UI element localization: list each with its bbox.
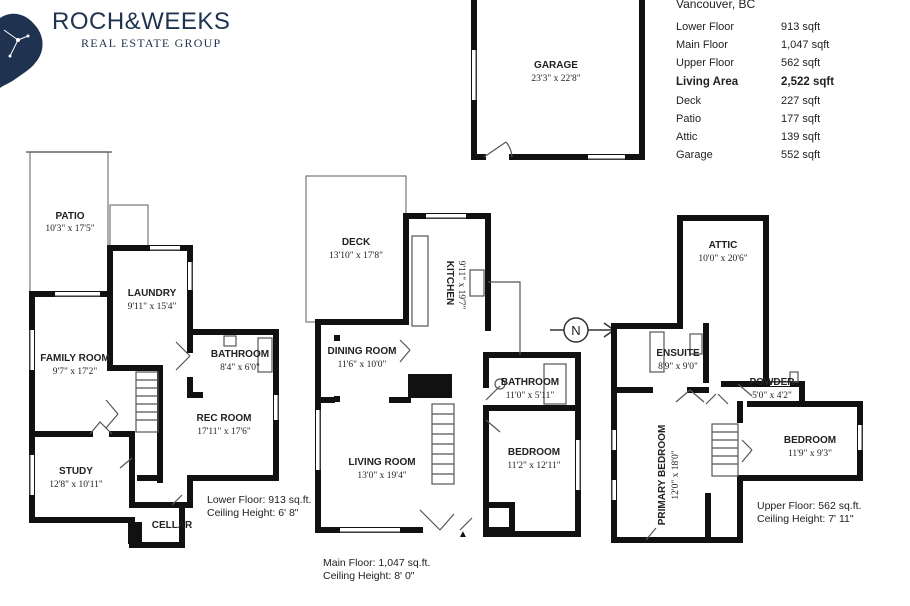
main-bathroom-dims: 11'0" x 5'11"	[506, 391, 555, 401]
dining-room-dims: 11'6" x 10'0"	[338, 360, 387, 370]
kitchen-dims: 9'11" x 19'7"	[456, 261, 466, 310]
upper-floor-ceiling: Ceiling Height: 7' 11"	[757, 513, 854, 525]
main-floor-ceiling: Ceiling Height: 8' 0"	[323, 570, 415, 582]
area-value: 139 sqft	[781, 131, 821, 143]
laundry-label: LAUNDRY	[128, 288, 177, 299]
upper-bedroom-label: BEDROOM	[784, 435, 836, 446]
area-label: Main Floor	[676, 39, 728, 51]
attic-label: ATTIC	[709, 240, 738, 251]
patio-dims: 10'3" x 17'5"	[45, 224, 94, 234]
area-value: 913 sqft	[781, 21, 821, 33]
kitchen-text-group: KITCHEN 9'11" x 19'7"	[444, 261, 466, 310]
primary-bedroom-text-group: PRIMARY BEDROOM 12'0" x 18'0"	[657, 425, 681, 526]
living-room-label: LIVING ROOM	[348, 457, 415, 468]
area-value: 2,522 sqft	[781, 76, 835, 88]
main-floor-outline: ▲	[305, 175, 581, 540]
patio-label: PATIO	[55, 211, 84, 222]
area-value: 562 sqft	[781, 57, 821, 69]
area-label: Upper Floor	[676, 57, 735, 69]
dining-room-label: DINING ROOM	[328, 346, 397, 357]
brand-subtitle: REAL ESTATE GROUP	[81, 36, 222, 50]
area-value: 227 sqft	[781, 95, 821, 107]
main-bathroom-label: BATHROOM	[501, 377, 559, 388]
laundry-dims: 9'11" x 15'4"	[128, 302, 177, 312]
area-label: Deck	[676, 95, 702, 107]
area-label: Garage	[676, 149, 713, 161]
area-row: Garage 552 sqft	[676, 146, 876, 164]
area-value: 1,047 sqft	[781, 39, 830, 51]
north-arrow-icon	[550, 317, 616, 343]
main-bedroom-dims: 11'2" x 12'11"	[507, 461, 560, 471]
attic-dims: 10'0" x 20'6"	[698, 254, 747, 264]
lower-floor-outline	[26, 151, 279, 548]
area-row-total: Living Area 2,522 sqft	[676, 72, 876, 92]
area-row: Upper Floor 562 sqft	[676, 54, 876, 72]
study-dims: 12'8" x 10'11"	[49, 480, 103, 490]
rec-room-dims: 17'11" x 17'6"	[197, 427, 251, 437]
lower-bathroom-label: BATHROOM	[211, 349, 269, 360]
powder-dims: 5'0" x 4'2"	[752, 391, 792, 401]
powder-label: POWDER	[750, 377, 796, 388]
area-row: Lower Floor 913 sqft	[676, 18, 876, 36]
garage-dims: 23'3" x 22'8"	[531, 74, 580, 84]
upper-bedroom-dims: 11'9" x 9'3"	[788, 449, 832, 459]
primary-bedroom-label: PRIMARY BEDROOM	[657, 425, 668, 526]
main-bedroom-label: BEDROOM	[508, 447, 560, 458]
compass-label: N	[571, 323, 580, 338]
study-label: STUDY	[59, 466, 93, 477]
family-room-dims: 9'7" x 17'2"	[53, 367, 98, 377]
family-room-label: FAMILY ROOM	[40, 353, 109, 364]
area-label: Living Area	[676, 76, 739, 88]
upper-floor-area: Upper Floor: 562 sq.ft.	[757, 500, 862, 512]
area-label: Lower Floor	[676, 21, 735, 33]
deck-label: DECK	[342, 237, 371, 248]
cellar-label: CELLAR	[152, 520, 193, 531]
kitchen-label: KITCHEN	[444, 261, 455, 305]
upper-floor-note: Upper Floor: 562 sq.ft. Ceiling Height: …	[757, 500, 861, 526]
area-value: 177 sqft	[781, 113, 821, 125]
main-floor-area: Main Floor: 1,047 sq.ft.	[323, 557, 431, 569]
area-table: Lower Floor 913 sqft Main Floor 1,047 sqft…	[676, 18, 876, 164]
location: Vancouver, BC	[676, 0, 756, 11]
svg-text:▲: ▲	[458, 529, 468, 540]
area-row: Attic 139 sqft	[676, 128, 876, 146]
brand-name: ROCH&WEEKS	[52, 8, 231, 35]
main-floor-note: Main Floor: 1,047 sq.ft. Ceiling Height:…	[323, 557, 430, 583]
area-value: 552 sqft	[781, 149, 821, 161]
living-room-dims: 13'0" x 19'4"	[357, 471, 406, 481]
area-row: Main Floor 1,047 sqft	[676, 36, 876, 54]
area-row: Patio 177 sqft	[676, 110, 876, 128]
rec-room-label: REC ROOM	[197, 413, 252, 424]
area-label: Attic	[676, 131, 698, 143]
lower-floor-note: Lower Floor: 913 sq.ft. Ceiling Height: …	[207, 494, 311, 520]
garage-label: GARAGE	[534, 60, 578, 71]
ensuite-label: ENSUITE	[656, 348, 700, 359]
area-label: Patio	[676, 113, 702, 125]
ensuite-dims: 8'9" x 9'0"	[658, 362, 698, 372]
lower-floor-area: Lower Floor: 913 sq.ft.	[207, 494, 312, 506]
upper-floor-outline	[611, 215, 863, 543]
area-row: Deck 227 sqft	[676, 92, 876, 110]
lower-floor-ceiling: Ceiling Height: 6' 8"	[207, 507, 299, 519]
primary-bedroom-dims: 12'0" x 18'0"	[671, 450, 681, 499]
garage-outline	[471, 0, 645, 160]
lower-bathroom-dims: 8'4" x 6'0"	[220, 363, 260, 373]
company-logo	[0, 13, 43, 89]
deck-dims: 13'10" x 17'8"	[329, 251, 383, 261]
